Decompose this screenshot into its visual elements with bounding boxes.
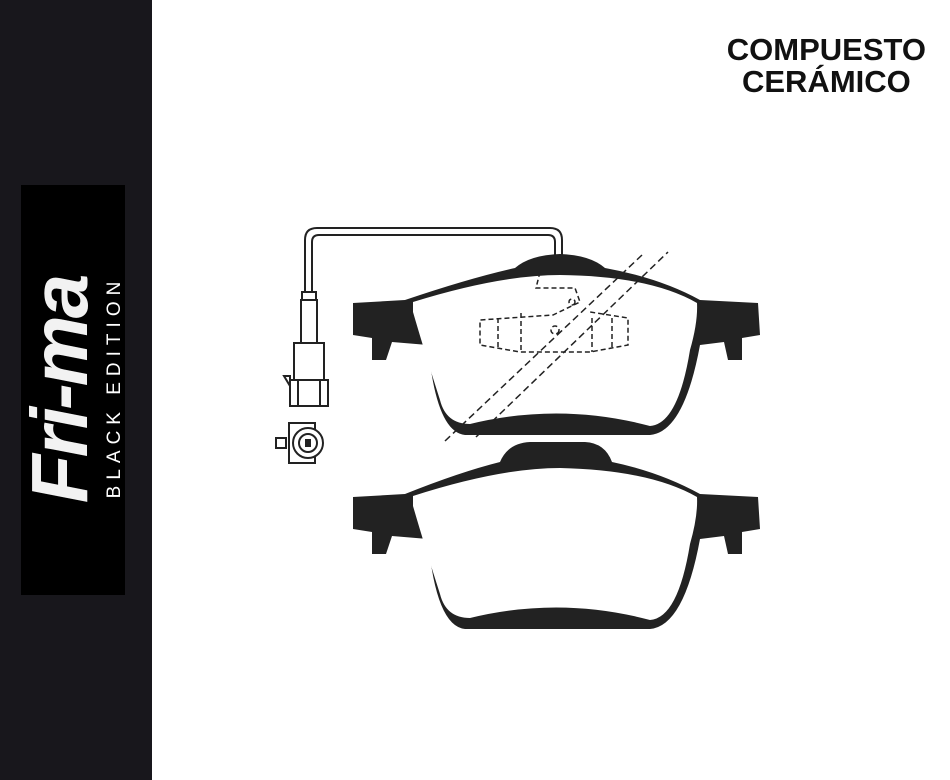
title-line-2: CERÁMICO [741,64,911,99]
brand-sidebar: Fri-ma BLACK EDITION [0,0,152,780]
wear-sensor-wire [282,227,563,407]
sensor-connector-face [275,422,324,464]
sensor-clip-hidden [479,271,629,353]
brake-pad-upper [353,254,760,435]
title-line-1: COMPUESTO [726,32,926,67]
compound-title: COMPUESTO CERÁMICO [727,34,926,98]
section-lines [444,251,669,442]
brand-logo: Fri-ma BLACK EDITION [15,185,125,595]
brake-pad-lower [353,442,760,629]
